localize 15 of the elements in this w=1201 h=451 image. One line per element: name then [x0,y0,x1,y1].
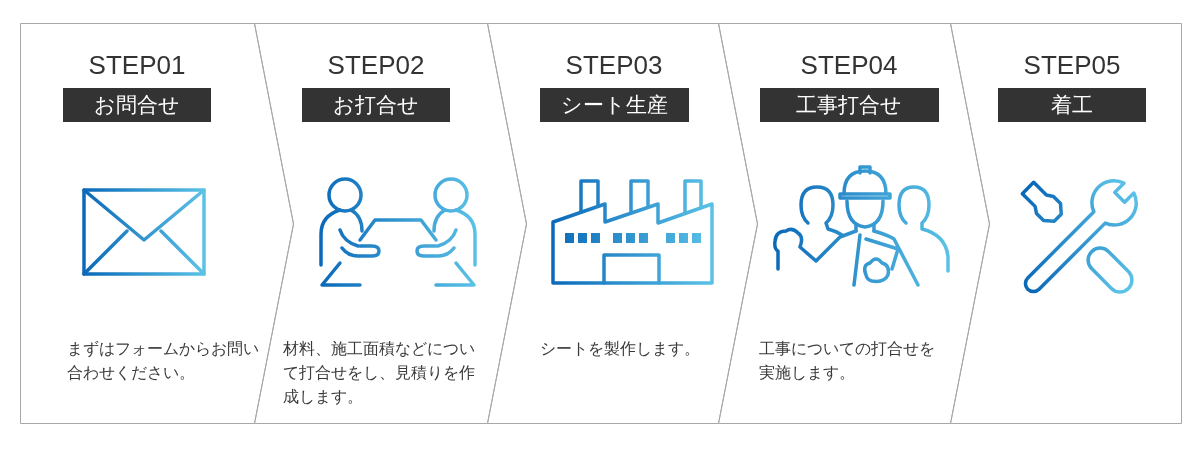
step-title: シート生産 [539,88,689,122]
step-description: シートを製作します。 [540,339,701,359]
step-number: STEP02 [327,50,425,80]
step-description: 材料、施工面積などについて打合せをし、見積りを作成します。 [283,339,476,407]
step-panel [950,23,1182,424]
step-title: お問合せ [63,88,211,122]
step-description: まずはフォームからお問い合わせください。 [67,339,260,383]
step-description: 工事についての打合せを実施します。 [759,339,936,383]
step-number: STEP04 [800,50,898,80]
step-title: 工事打合せ [759,88,939,122]
step-number: STEP03 [565,50,663,80]
step-title: お打合せ [302,88,450,122]
step-title: 着工 [998,88,1146,122]
step-number: STEP01 [88,50,186,80]
step-number: STEP05 [1023,50,1121,80]
